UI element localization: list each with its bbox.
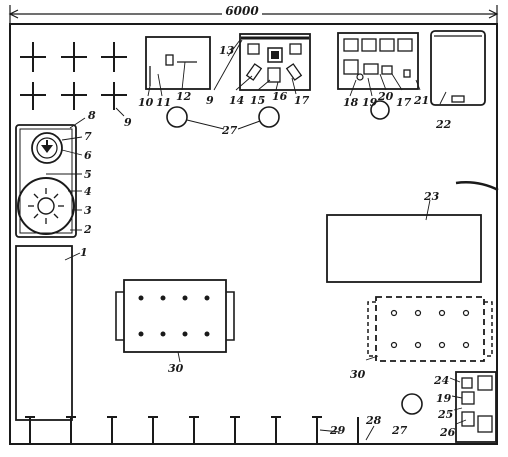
dimension-label: 6000 bbox=[225, 4, 259, 18]
wall-rack-posts bbox=[25, 416, 359, 444]
label-21: 21 bbox=[413, 94, 429, 107]
label-4: 4 bbox=[84, 185, 92, 198]
label-17-left: 17 bbox=[294, 94, 310, 107]
machine-2-8 bbox=[15, 124, 77, 238]
label-8: 8 bbox=[88, 109, 96, 122]
label-28: 28 bbox=[365, 414, 382, 427]
label-19-top: 19 bbox=[362, 96, 378, 109]
label-2: 2 bbox=[83, 223, 92, 236]
label-18: 18 bbox=[343, 96, 359, 109]
desk-11 bbox=[145, 36, 211, 90]
label-19-bottom: 19 bbox=[436, 392, 452, 405]
label-30-right: 30 bbox=[350, 368, 366, 381]
label-16: 16 bbox=[272, 90, 288, 103]
label-14: 14 bbox=[229, 94, 244, 107]
door-arc bbox=[455, 181, 499, 192]
label-1: 1 bbox=[80, 246, 88, 259]
bench-1 bbox=[15, 245, 73, 421]
label-17-right: 17 bbox=[396, 96, 412, 109]
label-30-left: 30 bbox=[168, 362, 184, 375]
label-29: 29 bbox=[329, 424, 346, 437]
label-9-center: 9 bbox=[206, 94, 214, 107]
part-labels: 1 2 3 4 5 6 7 8 9 10 11 12 13 9 14 15 16… bbox=[80, 44, 456, 439]
cross-stands bbox=[20, 42, 127, 110]
label-3: 3 bbox=[84, 204, 92, 217]
label-27-top: 27 bbox=[221, 124, 238, 137]
unit-22 bbox=[430, 30, 486, 106]
table-30-right bbox=[367, 296, 493, 362]
label-23: 23 bbox=[423, 190, 440, 203]
label-5: 5 bbox=[84, 168, 92, 181]
table-30-left bbox=[115, 279, 235, 353]
room-walls bbox=[9, 23, 499, 445]
label-11: 11 bbox=[156, 96, 171, 109]
label-22: 22 bbox=[435, 118, 452, 131]
label-24: 24 bbox=[433, 374, 449, 387]
cabinet-24-26 bbox=[455, 371, 497, 443]
label-10: 10 bbox=[138, 96, 154, 109]
label-6: 6 bbox=[84, 149, 92, 162]
label-7: 7 bbox=[84, 130, 92, 143]
label-15: 15 bbox=[250, 94, 265, 107]
workstation-14-17 bbox=[239, 33, 311, 91]
leader-lines bbox=[61, 39, 467, 441]
label-13: 13 bbox=[219, 44, 235, 57]
table-23 bbox=[326, 214, 482, 283]
label-9-left: 9 bbox=[124, 116, 132, 129]
label-20: 20 bbox=[377, 90, 394, 103]
stools-27 bbox=[166, 100, 423, 415]
cabinet-18-20 bbox=[337, 32, 419, 90]
label-27-bottom: 27 bbox=[391, 424, 408, 437]
label-26: 26 bbox=[439, 426, 456, 439]
dimension-line: 6000 bbox=[8, 4, 499, 24]
label-25: 25 bbox=[437, 408, 453, 421]
label-12: 12 bbox=[176, 90, 192, 103]
